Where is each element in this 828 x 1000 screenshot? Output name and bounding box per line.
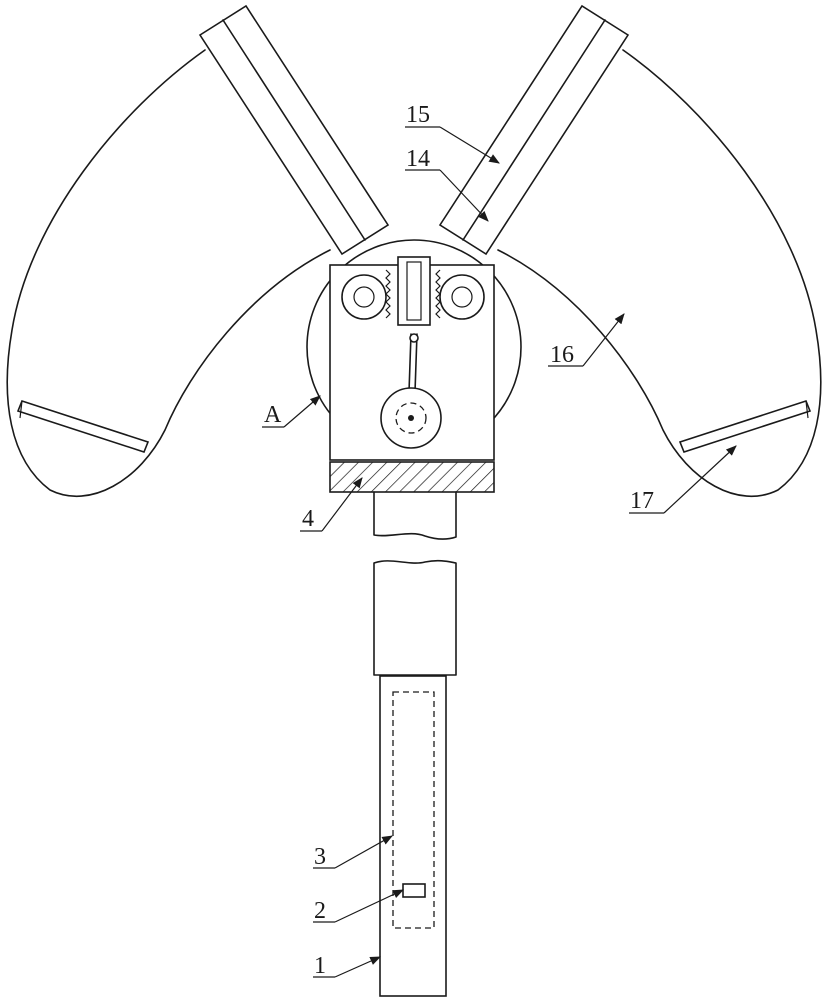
lower-pole: [373, 559, 457, 676]
label-3: 3: [314, 844, 326, 870]
label-16: 16: [550, 342, 574, 368]
leader-lines: [262, 126, 737, 978]
battery-compartment: [392, 691, 435, 929]
label-17: 17: [630, 488, 654, 514]
label-2: 2: [314, 898, 326, 924]
right-pulley: [435, 269, 485, 320]
left-pulley: [341, 269, 391, 320]
right-lip-bar: [678, 400, 812, 453]
handle: [379, 675, 447, 997]
label-14: 14: [406, 146, 430, 172]
switch: [402, 883, 426, 898]
label-4: 4: [302, 506, 314, 532]
label-A: A: [264, 402, 282, 428]
left-net-wing: [6, 49, 331, 498]
rack: [397, 256, 431, 326]
label-1: 1: [314, 953, 326, 979]
upper-pole: [373, 491, 457, 540]
motor-wheel: [380, 387, 442, 449]
right-arm: [438, 4, 630, 256]
label-15: 15: [406, 102, 430, 128]
left-arm: [198, 4, 390, 256]
connecting-rod: [408, 333, 419, 393]
left-lip-bar: [16, 400, 150, 453]
right-net-wing: [497, 49, 822, 498]
